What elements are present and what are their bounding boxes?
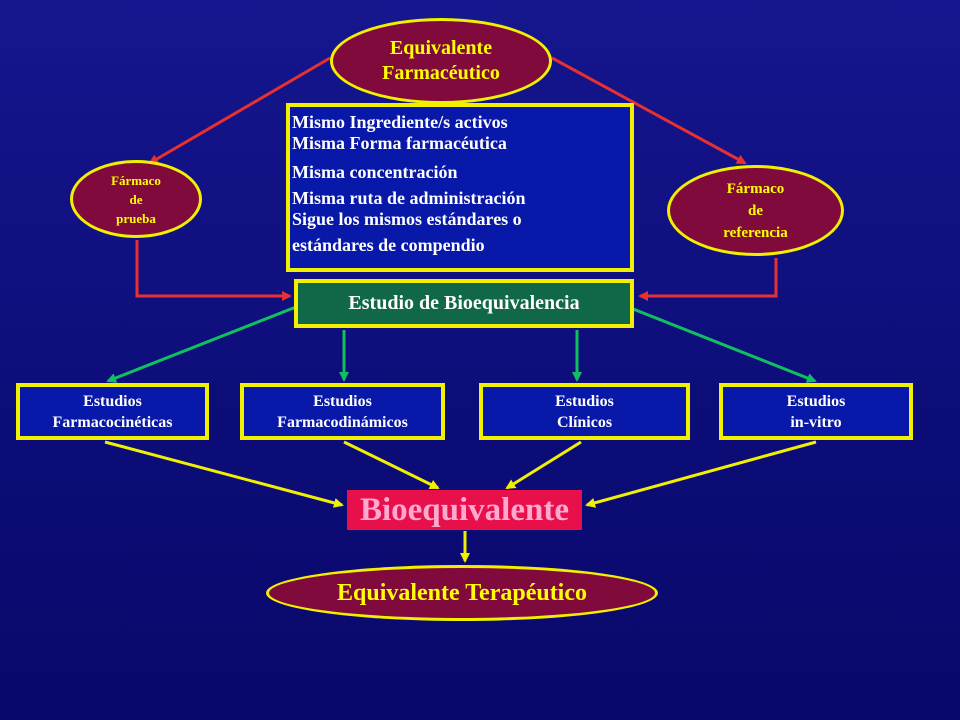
- farmaco-prueba-node: Fármaco de prueba: [70, 160, 202, 238]
- arrow-study-to-s1: [106, 305, 297, 383]
- study-box-farmacodinamicos: Estudios Farmacodinámicos: [240, 383, 445, 440]
- property-item: Mismo Ingrediente/s activos: [292, 112, 508, 132]
- property-item: Misma concentración: [292, 162, 458, 182]
- bioequivalente-result: Bioequivalente: [347, 490, 582, 530]
- property-item: Misma Forma farmacéutica: [292, 133, 507, 153]
- node-label-line: Fármaco: [111, 172, 161, 188]
- equivalente-terapeutico-label: Equivalente Terapéutico: [336, 579, 588, 606]
- arrow-right-to-study: [638, 258, 778, 301]
- study-label-line: Estudios: [83, 393, 142, 410]
- study-label-line: Clínicos: [556, 414, 613, 431]
- bioequivalente-label: Bioequivalente: [359, 492, 569, 528]
- study-label-line: Estudios: [786, 393, 846, 410]
- property-item: Misma ruta de administración: [292, 188, 526, 208]
- node-label-line: Equivalente: [389, 37, 493, 59]
- bioequivalence-study-box: Estudio de Bioequivalencia: [294, 279, 634, 328]
- equivalente-terapeutico-node: Equivalente Terapéutico: [266, 565, 658, 621]
- study-box-clinicos: Estudios Clínicos: [479, 383, 690, 440]
- study-label-line: Farmacodinámicos: [277, 414, 408, 431]
- arrow-top-to-left: [148, 56, 331, 165]
- study-label-line: Estudios: [313, 393, 372, 410]
- arrow-s2-to-result: [343, 440, 440, 490]
- equivalente-farmaceutico-node: Equivalente Farmacéutico: [330, 18, 552, 104]
- study-label-line: Farmacocinéticas: [52, 414, 173, 431]
- node-label-line: Fármaco: [726, 180, 785, 197]
- property-item: Sigue los mismos estándares o: [292, 209, 522, 229]
- arrow-s4-to-result: [585, 440, 817, 508]
- bioequivalence-study-label: Estudio de Bioequivalencia: [348, 292, 580, 314]
- node-label-line: Farmacéutico: [382, 62, 500, 84]
- study-label-line: in-vitro: [790, 414, 842, 431]
- properties-box: Mismo Ingrediente/s activos Misma Forma …: [286, 103, 634, 272]
- study-box-farmacocineticas: Estudios Farmacocinéticas: [16, 383, 209, 440]
- arrow-study-to-s4: [627, 305, 817, 383]
- arrow-top-to-right: [551, 56, 747, 165]
- node-label-line: prueba: [116, 210, 156, 226]
- study-label-line: Estudios: [555, 393, 614, 410]
- node-label-line: referencia: [723, 224, 788, 241]
- property-item: estándares de compendio: [292, 235, 485, 255]
- farmaco-referencia-node: Fármaco de referencia: [667, 165, 844, 256]
- node-label-line: de: [747, 202, 763, 219]
- arrow-s3-to-result: [505, 440, 582, 490]
- arrow-left-to-study: [135, 240, 292, 301]
- arrow-s1-to-result: [104, 440, 344, 508]
- node-label-line: de: [129, 191, 143, 207]
- study-box-in-vitro: Estudios in-vitro: [719, 383, 913, 440]
